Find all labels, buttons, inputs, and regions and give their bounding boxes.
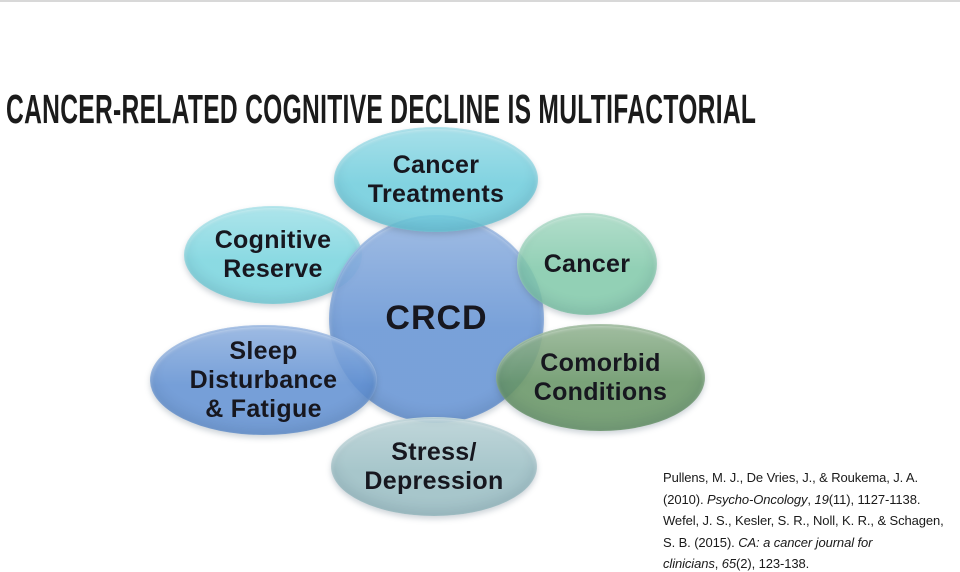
- node-comorbid-conditions: Comorbid Conditions: [496, 324, 705, 431]
- citation-line: Wefel, J. S., Kesler, S. R., Noll, K. R.…: [663, 513, 944, 528]
- citation-line: (2010). Psycho-Oncology, 19(11), 1127-11…: [663, 491, 921, 507]
- node-cognitive-reserve-label: Cognitive Reserve: [214, 226, 332, 283]
- node-cognitive-reserve: Cognitive Reserve: [184, 206, 362, 304]
- top-divider: [0, 0, 960, 2]
- citation-line: Pullens, M. J., De Vries, J., & Roukema,…: [663, 470, 919, 485]
- node-sleep-disturbance-fatigue: Sleep Disturbance & Fatigue: [150, 325, 377, 435]
- citation: Pullens, M. J., De Vries, J., & Roukema,…: [663, 467, 959, 572]
- node-stress-depression: Stress/ Depression: [331, 417, 537, 516]
- slide-title: CANCER-RELATED COGNITIVE DECLINE IS MULT…: [6, 86, 757, 133]
- node-sleep-disturbance-fatigue-label: Sleep Disturbance & Fatigue: [189, 336, 338, 423]
- node-crcd-center-label: CRCD: [385, 299, 488, 338]
- node-cancer-treatments: Cancer Treatments: [334, 127, 538, 232]
- citation-line: clinicians, 65(2), 123-138.: [663, 556, 810, 571]
- node-cancer-label: Cancer: [543, 249, 631, 278]
- node-comorbid-conditions-label: Comorbid Conditions: [533, 348, 668, 406]
- node-cancer: Cancer: [517, 213, 657, 315]
- node-cancer-treatments-label: Cancer Treatments: [367, 150, 505, 208]
- citation-line: S. B. (2015). CA: a cancer journal for: [663, 534, 873, 550]
- node-stress-depression-label: Stress/ Depression: [364, 437, 504, 495]
